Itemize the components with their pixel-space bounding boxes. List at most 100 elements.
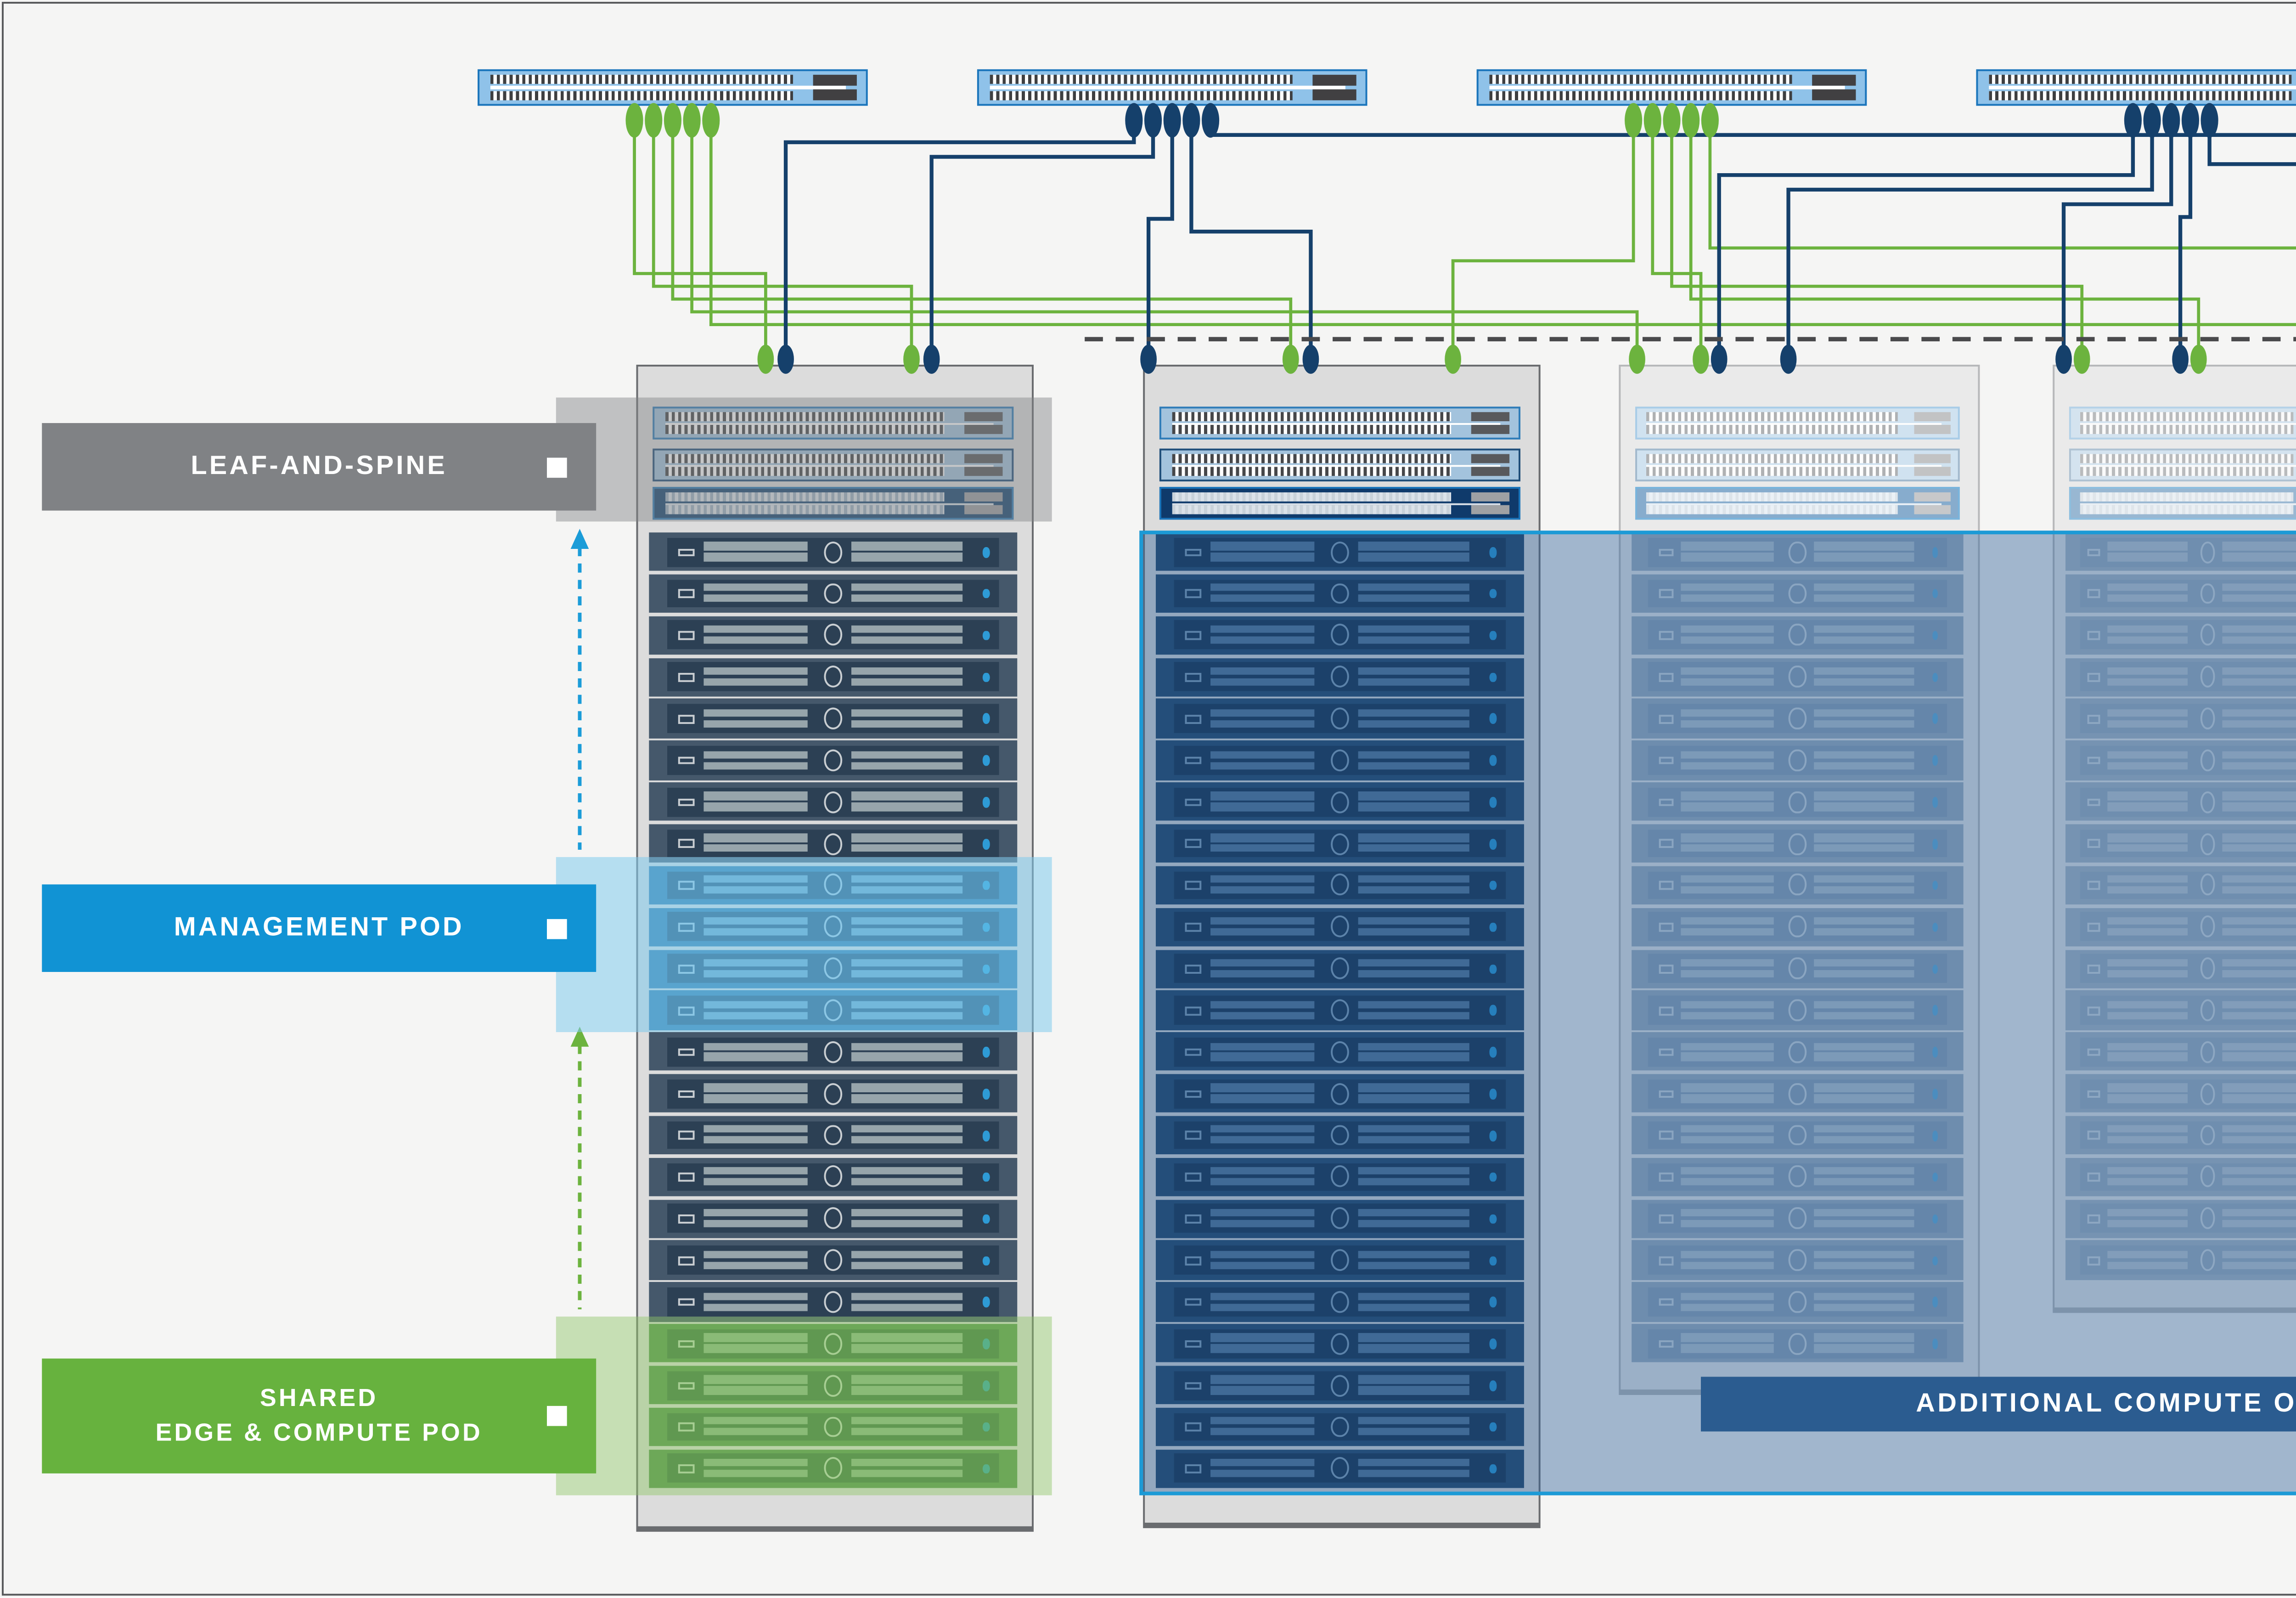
server-detail xyxy=(2108,1095,2188,1103)
server-ring-icon xyxy=(1789,1124,1806,1146)
server-detail xyxy=(1358,1000,1469,1009)
spine-port-dot xyxy=(2143,103,2161,138)
server-detail xyxy=(851,594,962,603)
server-detail xyxy=(678,1298,695,1307)
server-ring-icon xyxy=(2200,957,2215,980)
server-detail xyxy=(1211,750,1314,758)
server-detail xyxy=(1658,756,1673,765)
server-detail xyxy=(2108,750,2188,758)
server-ring-icon xyxy=(1789,916,1806,938)
server-detail xyxy=(704,678,808,686)
server-led-icon xyxy=(1932,1047,1939,1057)
server-detail xyxy=(1185,673,1202,682)
server-ring-icon xyxy=(1330,1457,1349,1479)
server-detail xyxy=(2222,792,2296,800)
server-detail xyxy=(1358,834,1469,842)
rack-uplink-dot xyxy=(903,344,920,374)
server-detail xyxy=(1211,1000,1314,1009)
server-ring-icon xyxy=(1330,666,1349,688)
leaf-switch-icon xyxy=(653,448,1014,482)
server-detail xyxy=(2222,970,2296,978)
server-detail xyxy=(1211,542,1314,550)
server-detail xyxy=(851,584,962,592)
server-detail xyxy=(2088,548,2101,557)
server-detail xyxy=(1211,553,1314,561)
management-pod-label-text: MANAGEMENT POD xyxy=(174,913,464,943)
server-detail xyxy=(704,1053,808,1061)
navy-fabric-link xyxy=(2061,120,2173,349)
server-detail xyxy=(2088,1173,2101,1182)
port-row-icon xyxy=(2079,467,2293,477)
server-detail xyxy=(2088,1131,2101,1140)
server-unit xyxy=(1155,1032,1524,1072)
server-unit xyxy=(1632,1032,1964,1072)
server-detail xyxy=(1681,875,1774,883)
server-detail xyxy=(1358,1386,1469,1395)
server-detail xyxy=(2222,1095,2296,1103)
server-detail xyxy=(1681,594,1774,603)
server-led-icon xyxy=(983,755,990,766)
server-detail xyxy=(1358,1220,1469,1228)
server-detail xyxy=(1358,1303,1469,1311)
server-led-icon xyxy=(983,1380,990,1391)
spine-switch-4 xyxy=(1976,69,2296,106)
server-unit xyxy=(649,1116,1018,1155)
spine-port-dot xyxy=(1663,103,1681,138)
port-row-icon xyxy=(2079,411,2293,421)
server-detail xyxy=(1658,839,1673,848)
server-detail xyxy=(1211,1344,1314,1353)
server-ring-icon xyxy=(1789,1208,1806,1230)
server-detail xyxy=(1814,1303,1914,1311)
server-detail xyxy=(1814,959,1914,967)
server-detail xyxy=(851,1208,962,1217)
server-detail xyxy=(1658,1256,1673,1265)
navy-fabric-link xyxy=(2207,120,2296,166)
server-led-icon xyxy=(1932,588,1939,599)
server-detail xyxy=(1681,1125,1774,1134)
server-detail xyxy=(1185,631,1202,640)
server-ring-icon xyxy=(1330,707,1349,729)
server-unit xyxy=(2065,1241,2296,1280)
server-detail xyxy=(2222,1178,2296,1186)
spine-port-dot xyxy=(683,103,701,138)
server-ring-icon xyxy=(824,832,843,855)
server-detail xyxy=(704,542,808,550)
server-unit xyxy=(2065,824,2296,863)
server-unit xyxy=(1155,1074,1524,1113)
server-unit xyxy=(1155,1241,1524,1280)
rack-4-additional-compute-pod xyxy=(2053,365,2296,1313)
green-fabric-link xyxy=(1689,120,2200,349)
server-detail xyxy=(1211,1220,1314,1228)
server-led-icon xyxy=(1932,630,1939,641)
server-detail xyxy=(2222,1220,2296,1228)
server-detail xyxy=(2108,1042,2188,1050)
server-unit xyxy=(1632,699,1964,738)
server-ring-icon xyxy=(1330,916,1349,938)
spine-port-dot xyxy=(702,103,720,138)
server-ring-icon xyxy=(824,582,843,604)
minus-icon xyxy=(547,1406,567,1426)
server-detail xyxy=(1185,1256,1202,1265)
server-led-icon xyxy=(1490,1255,1497,1266)
server-detail xyxy=(851,1178,962,1186)
server-detail xyxy=(2222,761,2296,769)
server-detail xyxy=(2222,1136,2296,1144)
uplink-module-icon xyxy=(1914,505,1950,515)
port-row-icon xyxy=(2079,425,2293,435)
uplink-module-icon xyxy=(1914,412,1950,421)
server-led-icon xyxy=(983,714,990,724)
server-ring-icon xyxy=(2200,749,2215,771)
switch-midline xyxy=(1646,502,1942,504)
server-unit xyxy=(2065,991,2296,1030)
server-detail xyxy=(1814,1292,1914,1300)
server-detail xyxy=(851,1261,962,1269)
server-detail xyxy=(2108,719,2188,728)
server-detail xyxy=(1211,625,1314,633)
server-detail xyxy=(1681,1011,1774,1019)
green-fabric-link xyxy=(652,120,913,349)
server-detail xyxy=(851,1333,962,1342)
server-detail xyxy=(1211,1167,1314,1175)
server-unit xyxy=(1632,1074,1964,1113)
server-unit xyxy=(2065,615,2296,655)
server-ring-icon xyxy=(824,1416,843,1438)
